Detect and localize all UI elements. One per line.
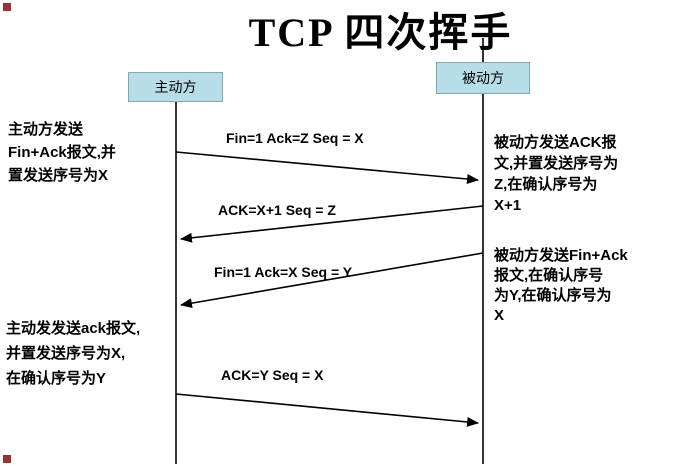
corner-mark-top-left [3,3,11,11]
actor-label-responder: 被动方 [462,70,504,86]
message-label-ack-2: ACK=Y Seq = X [221,367,324,383]
message-label-fin-1: Fin=1 Ack=Z Seq = X [226,130,364,146]
annotation-responder-fin: 被动方发送Fin+Ack 报文,在确认序号 为Y,在确认序号为 X [494,247,628,324]
annotation-initiator-fin: 主动方发送 Fin+Ack报文,并 置发送序号为X [8,121,116,184]
arrow-fin-1 [175,151,479,184]
arrow-ack-2 [175,393,479,427]
corner-mark-bottom-left [3,455,11,463]
message-label-ack-1: ACK=X+1 Seq = Z [218,202,336,218]
actor-label-initiator: 主动方 [154,79,197,95]
actor-box-responder: 被动方 [436,62,530,94]
annotation-responder-ack: 被动方发送ACK报 文,并置发送序号为 Z,在确认序号为 X+1 [494,134,619,214]
arrow-ack-1 [180,205,484,243]
annotation-initiator-ack: 主动发发送ack报文, 并置发送序号为X, 在确认序号为Y [6,320,141,387]
arrow-fin-2 [180,252,484,309]
message-label-fin-2: Fin=1 Ack=X Seq = Y [214,264,353,280]
actor-box-initiator: 主动方 [128,72,223,102]
page-title: TCP 四次挥手 [248,10,513,55]
